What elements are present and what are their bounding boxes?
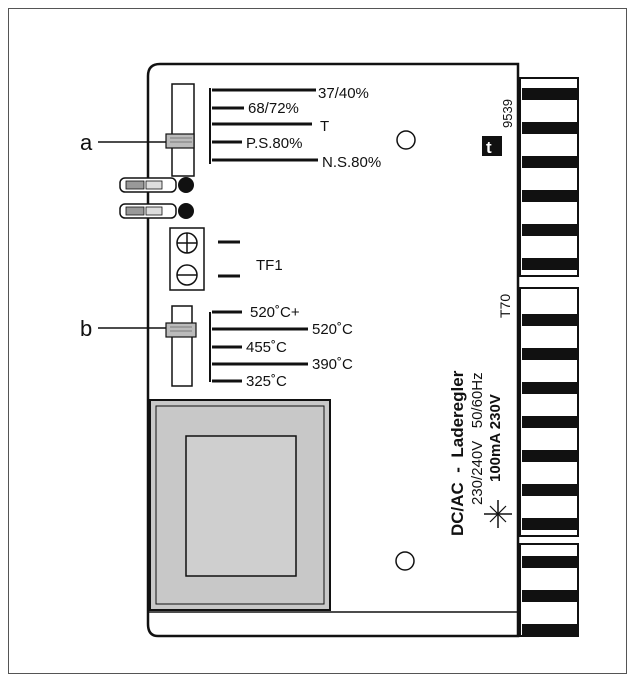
- connector-pin: [522, 382, 578, 394]
- connector-pin: [522, 484, 578, 496]
- label-325c: 325˚C: [246, 373, 287, 390]
- label-T: T: [320, 118, 329, 135]
- callout-b: b: [80, 316, 166, 341]
- trim-potentiometer: TF1: [169, 227, 283, 291]
- label-ns80: N.S.80%: [322, 154, 381, 171]
- connector-pin: [522, 314, 578, 326]
- mounting-hole-bottom: [395, 551, 415, 571]
- label-520c-plus: 520˚C+: [250, 304, 300, 321]
- mounting-hole-top: [396, 130, 416, 150]
- connector-pin: [522, 224, 578, 236]
- connector-pin: [522, 258, 578, 270]
- connector-pin: [522, 590, 578, 602]
- manufacturer-logo: t: [482, 136, 502, 157]
- label-455c: 455˚C: [246, 339, 287, 356]
- label-390c: 390˚C: [312, 356, 353, 373]
- fuse-rating: 100mA 230V: [487, 394, 504, 482]
- logo-letter: t: [486, 138, 492, 157]
- connector-pin: [522, 348, 578, 360]
- fuse-symbol: [484, 500, 512, 528]
- bottom-slide-switch: [165, 305, 308, 387]
- voltage-rating: 230/240V 50/60Hz: [469, 372, 486, 505]
- label-ps80: P.S.80%: [246, 135, 302, 152]
- led-1: [178, 177, 194, 193]
- connector-pin: [522, 624, 578, 636]
- top-slide-switch: [165, 83, 318, 177]
- callout-b-label: b: [80, 316, 92, 341]
- label-37-40: 37/40%: [318, 85, 369, 102]
- transformer: [149, 399, 331, 611]
- connector-pin: [522, 450, 578, 462]
- label-520c: 520˚C: [312, 321, 353, 338]
- connector-pin: [522, 416, 578, 428]
- tf1-label: TF1: [256, 257, 283, 274]
- connector-pin: [522, 556, 578, 568]
- led-leads: [119, 177, 194, 219]
- connector-pin: [522, 122, 578, 134]
- product-title: DC/AC - Laderegler: [448, 370, 467, 536]
- label-68-72: 68/72%: [248, 100, 299, 117]
- connector-pin: [522, 518, 578, 530]
- connector-top: [519, 77, 579, 277]
- figure-frame: [8, 8, 627, 674]
- led-2: [178, 203, 194, 219]
- connector-bottom: [519, 543, 579, 637]
- connector-pin: [522, 156, 578, 168]
- board-code-9539: 9539: [500, 99, 515, 128]
- board-code-t70: T70: [497, 294, 513, 318]
- connector-middle: [519, 287, 579, 537]
- callout-a: a: [80, 130, 166, 155]
- connector-pin: [522, 190, 578, 202]
- callout-a-label: a: [80, 130, 93, 155]
- connector-pin: [522, 88, 578, 100]
